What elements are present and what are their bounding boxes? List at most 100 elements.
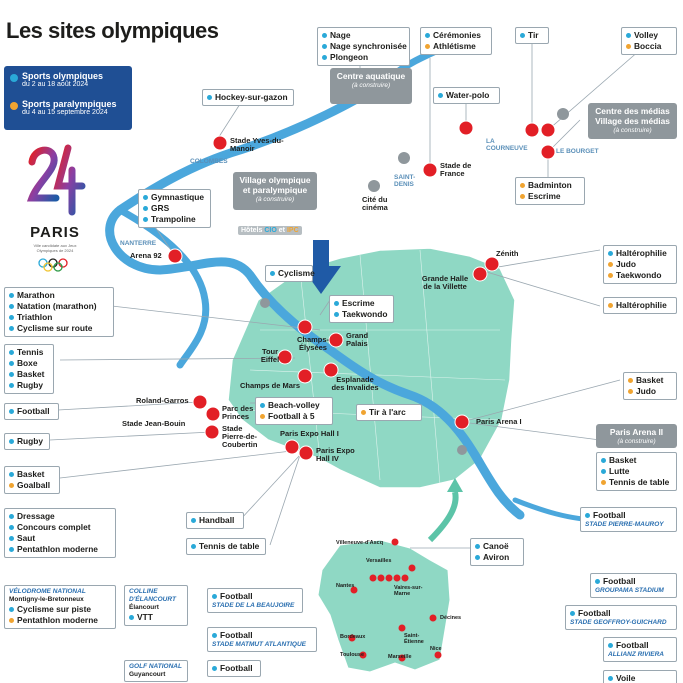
- sport-label: Football: [616, 640, 649, 650]
- box-basket-lutte: Basket Lutte Tennis de table: [596, 452, 677, 491]
- box-centre-aquatique: Centre aquatique (à construire): [330, 68, 412, 104]
- sport-label: Athlétisme: [433, 41, 476, 51]
- sport-label: Beach-volley: [268, 400, 320, 410]
- box-marathon: Marathon Natation (marathon) Triathlon C…: [4, 287, 114, 337]
- olympic-dot-icon: [212, 633, 217, 638]
- grey-box-title: Centre aquatique: [336, 71, 406, 81]
- paralympic-dot-icon: [628, 378, 633, 383]
- sport-label: Football: [220, 663, 253, 673]
- sport-label: VTT: [137, 612, 153, 622]
- label-grand-palais: Grand Palais: [346, 331, 369, 348]
- sport-label: Basket: [609, 455, 637, 465]
- hotels-cio: CIO: [264, 227, 277, 234]
- fr-vaires: Vaires-sur-Marne: [394, 585, 423, 597]
- label-champ-de-mars: Champs de Mars: [240, 381, 301, 390]
- box-tennis-table: Tennis de table: [186, 538, 266, 555]
- box-football-beaujoire: Football STADE DE LA BEAUJOIRE: [207, 588, 303, 613]
- sport-label: Football à 5: [268, 411, 315, 421]
- olympic-dot-icon: [260, 403, 265, 408]
- olympic-dot-icon: [9, 536, 14, 541]
- sport-label: Cyclisme: [278, 268, 315, 278]
- olympic-dot-icon: [570, 611, 575, 616]
- hotels-pre: Hôtels: [241, 227, 263, 234]
- sport-label: Tennis: [17, 347, 44, 357]
- fr-bordeaux: Bordeaux: [340, 634, 366, 640]
- olympic-dot-icon: [270, 271, 275, 276]
- box-golf: GOLF NATIONAL Guyancourt: [124, 660, 188, 682]
- box-halterophilie-1: Haltérophilie Judo Taekwondo: [603, 245, 677, 284]
- olympic-dot-icon: [334, 301, 339, 306]
- sport-item: Nage: [322, 30, 405, 41]
- sport-label: Cyclisme sur piste: [17, 604, 92, 614]
- sport-label: Taekwondo: [342, 309, 388, 319]
- box-nage: Nage Nage synchronisée Plongeon: [317, 27, 410, 66]
- sport-item: Plongeon: [322, 52, 405, 63]
- fr-nantes: Nantes: [336, 583, 355, 589]
- box-centre-medias: Centre des médias Village des médias (à …: [588, 103, 677, 139]
- box-paris-arena-2: Paris Arena II (à construire): [596, 424, 677, 448]
- fr-marseille: Marseille: [388, 654, 412, 660]
- sport-label: Football: [593, 510, 626, 520]
- grey-box-title: Centre des médias Village des médias: [595, 106, 670, 126]
- label-cite-cinema: Cité du cinéma: [362, 195, 388, 212]
- olympic-dot-icon: [608, 643, 613, 648]
- paralympic-dot-icon: [9, 618, 14, 623]
- grey-box-note: (à construire): [255, 196, 295, 203]
- sport-label: Saut: [17, 533, 36, 543]
- label-stade-yves: Stade Yves-du-Manoir: [230, 136, 284, 153]
- box-basket-judo: Basket Judo: [623, 372, 677, 400]
- olympic-dot-icon: [9, 315, 14, 320]
- label-roland-garros: Roland-Garros: [136, 396, 189, 405]
- sport-label: Natation (marathon): [17, 301, 97, 311]
- box-football-groupama: Football GROUPAMA STADIUM: [590, 573, 677, 598]
- sport-label: Lutte: [609, 466, 630, 476]
- page-title: Les sites olympiques: [6, 18, 219, 43]
- legend: Sports olympiques du 2 au 18 août 2024 S…: [4, 66, 132, 130]
- box-football-allianz: Football ALLIANZ RIVIERA: [603, 637, 677, 662]
- sport-label: Triathlon: [17, 312, 53, 322]
- box-football-bottom: Football: [207, 660, 261, 677]
- sport-label: Trampoline: [151, 214, 196, 224]
- region-title: GOLF NATIONAL: [129, 663, 182, 670]
- venue-name: STADE MATMUT ATLANTIQUE: [212, 641, 306, 648]
- venue-name: ALLIANZ RIVIERA: [608, 651, 664, 658]
- olympic-dot-icon: [191, 518, 196, 523]
- venue-name: STADE DE LA BEAUJOIRE: [212, 602, 295, 609]
- sport-label: Cyclisme sur route: [17, 323, 93, 333]
- box-waterpolo: Water-polo: [433, 87, 500, 104]
- logo-subtitle: Ville candidate aux Jeux Olympiques de 2…: [33, 243, 77, 253]
- sport-label: Football: [220, 630, 253, 640]
- paralympic-dot-icon: [9, 483, 14, 488]
- paralympic-dot-icon: [260, 414, 265, 419]
- sport-label: Football: [17, 406, 50, 416]
- city-courneuve: LA COURNEUVE: [486, 138, 528, 152]
- sport-label: Judo: [616, 259, 637, 269]
- hotels-label: Hôtels CIO et IPC: [238, 226, 302, 235]
- logo-text: PARIS: [30, 224, 80, 241]
- sport-label: Basket: [17, 469, 45, 479]
- sport-label: Plongeon: [330, 52, 369, 62]
- box-halterophilie-2: Haltérophilie: [603, 297, 677, 314]
- olympic-dot-icon: [143, 217, 148, 222]
- paralympic-dot-icon: [626, 44, 631, 49]
- legend-olympic-label: Sports olympiques: [22, 71, 104, 81]
- label-paris-arena-1: Paris Arena I: [476, 417, 522, 426]
- olympic-dot-icon: [9, 372, 14, 377]
- label-arena92: Arena 92: [130, 251, 162, 260]
- sport-label: Goalball: [17, 480, 51, 490]
- box-hockey: Hockey-sur-gazon: [202, 89, 294, 106]
- grey-box-title: Village olympique et paralympique: [239, 175, 311, 195]
- box-badminton: Badminton Escrime: [515, 177, 585, 205]
- city-colombes: COLOMBES: [190, 158, 228, 165]
- legend-paralympic-dates: du 4 au 15 septembre 2024: [22, 109, 108, 116]
- box-village: Village olympique et paralympique (à con…: [233, 172, 317, 210]
- city-saint-denis: SAINT-DENIS: [394, 174, 416, 188]
- olympic-dot-icon: [9, 472, 14, 477]
- fr-saint-etienne: Saint-Étienne: [404, 633, 424, 645]
- sport-label: Gymnastique: [151, 192, 205, 202]
- olympic-dot-icon: [475, 544, 480, 549]
- logo-emblem-icon: [26, 144, 86, 216]
- olympic-dot-icon: [608, 676, 613, 681]
- olympic-dot-icon: [520, 33, 525, 38]
